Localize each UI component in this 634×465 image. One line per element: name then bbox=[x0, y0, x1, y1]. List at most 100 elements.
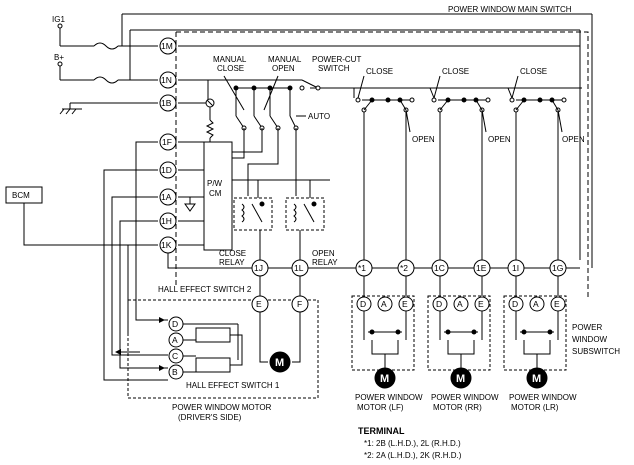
bcm-label: BCM bbox=[12, 191, 30, 200]
lf-motor-icon bbox=[374, 367, 396, 389]
ig1-label: IG1 bbox=[52, 15, 65, 24]
lf-motor-label-2: MOTOR (LF) bbox=[357, 403, 404, 412]
left-connector: 1M 1N 1B 1F 1D 1A 1H 1K bbox=[159, 37, 177, 254]
lr-motor-label-1: POWER WINDOW bbox=[509, 393, 577, 402]
svg-text:D: D bbox=[360, 299, 366, 309]
open-relay-label-2: RELAY bbox=[312, 258, 338, 267]
svg-text:M: M bbox=[532, 373, 541, 385]
bcm-box: BCM bbox=[5, 186, 158, 246]
manual-open-label-2: OPEN bbox=[272, 64, 295, 73]
close-relay-label-1: CLOSE bbox=[219, 249, 246, 258]
auto-label: AUTO bbox=[308, 112, 330, 121]
svg-text:D: D bbox=[512, 299, 518, 309]
svg-text:E: E bbox=[554, 299, 560, 309]
supply-section: IG1 B+ bbox=[52, 15, 158, 115]
svg-text:M: M bbox=[275, 357, 284, 369]
svg-text:*1: *1 bbox=[358, 263, 366, 273]
passenger-switches: CLOSE OPEN CLOSE OPEN bbox=[353, 67, 585, 260]
subswitch-label-2: WINDOW bbox=[572, 335, 608, 344]
svg-text:1N: 1N bbox=[161, 75, 172, 85]
manual-close-label-1: MANUAL bbox=[213, 55, 247, 64]
main-switch-title: POWER WINDOW MAIN SWITCH bbox=[448, 5, 572, 14]
svg-text:1D: 1D bbox=[161, 165, 172, 175]
pin-1I: 1I bbox=[507, 259, 525, 277]
svg-text:A: A bbox=[457, 299, 463, 309]
svg-text:1J: 1J bbox=[254, 263, 263, 273]
svg-text:1K: 1K bbox=[161, 240, 172, 250]
pin-1A: 1A bbox=[159, 188, 177, 206]
pin-1B: 1B bbox=[159, 94, 177, 112]
subswitches: D A E M POWER WINDOW MOTOR (LF) D A E M … bbox=[351, 276, 620, 412]
close-label-3: CLOSE bbox=[520, 67, 547, 76]
power-cut-label-2: SWITCH bbox=[318, 64, 350, 73]
svg-text:1G: 1G bbox=[552, 263, 563, 273]
svg-text:1B: 1B bbox=[161, 98, 172, 108]
lf-motor-label-1: POWER WINDOW bbox=[355, 393, 423, 402]
open-label-3: OPEN bbox=[562, 135, 585, 144]
manual-close-label-2: CLOSE bbox=[217, 64, 244, 73]
svg-text:1L: 1L bbox=[294, 263, 304, 273]
driver-motor-icon bbox=[269, 351, 291, 373]
bplus-label: B+ bbox=[54, 53, 64, 62]
svg-text:M: M bbox=[380, 373, 389, 385]
driver-motor-label-2: (DRIVER'S SIDE) bbox=[178, 413, 242, 422]
pin-1K: 1K bbox=[159, 236, 177, 254]
manual-open-label-1: MANUAL bbox=[268, 55, 302, 64]
svg-text:1M: 1M bbox=[161, 41, 173, 51]
driver-motor-assembly: E F M HALL EFFECT SWITCH 2 HALL EFFECT S… bbox=[115, 276, 319, 422]
svg-text:1I: 1I bbox=[512, 263, 519, 273]
svg-text:1C: 1C bbox=[434, 263, 445, 273]
svg-text:M: M bbox=[456, 373, 465, 385]
subswitch-label-1: POWER bbox=[572, 323, 602, 332]
close-relay-label-2: RELAY bbox=[219, 258, 245, 267]
pin-B-driver: B bbox=[172, 367, 178, 377]
svg-text:D: D bbox=[436, 299, 442, 309]
pin-1L: 1L bbox=[291, 259, 309, 277]
svg-text:A: A bbox=[533, 299, 539, 309]
pin-1D: 1D bbox=[159, 161, 177, 179]
pwcm-line2: CM bbox=[209, 189, 222, 198]
rr-motor-label-2: MOTOR (RR) bbox=[433, 403, 482, 412]
svg-text:1E: 1E bbox=[476, 263, 487, 273]
rr-motor-label-1: POWER WINDOW bbox=[431, 393, 499, 402]
open-label-2: OPEN bbox=[488, 135, 511, 144]
pin-1C: 1C bbox=[431, 259, 449, 277]
pwcm-line1: P/W bbox=[207, 179, 223, 188]
terminal-note-1: *1: 2B (L.H.D.), 2L (R.H.D.) bbox=[364, 439, 461, 448]
subswitch-label-3: SUBSWITCH bbox=[572, 347, 620, 356]
rr-motor-icon bbox=[450, 367, 472, 389]
svg-text:*2: *2 bbox=[400, 263, 408, 273]
terminal-note-2: *2: 2A (L.H.D.), 2K (R.H.D.) bbox=[364, 451, 462, 460]
pin-1G: 1G bbox=[549, 259, 567, 277]
close-label-1: CLOSE bbox=[366, 67, 393, 76]
svg-text:A: A bbox=[381, 299, 387, 309]
svg-text:1A: 1A bbox=[161, 192, 172, 202]
pin-C-driver: C bbox=[172, 351, 178, 361]
close-label-2: CLOSE bbox=[442, 67, 469, 76]
open-relay-label-1: OPEN bbox=[312, 249, 335, 258]
pin-E-driver: E bbox=[256, 299, 262, 309]
pwcm-module: P/W CM bbox=[184, 98, 233, 251]
driver-switch-group: MANUAL CLOSE MANUAL OPEN POWER-CUT SWITC… bbox=[213, 55, 361, 196]
terminal-notes: TERMINAL *1: 2B (L.H.D.), 2L (R.H.D.) *2… bbox=[358, 426, 462, 460]
pin-1F: 1F bbox=[159, 133, 177, 151]
pin-star1: *1 bbox=[355, 259, 373, 277]
hall2-label: HALL EFFECT SWITCH 2 bbox=[158, 285, 252, 294]
terminal-heading: TERMINAL bbox=[358, 426, 405, 436]
pin-1N: 1N bbox=[159, 71, 177, 89]
pin-F-driver: F bbox=[297, 299, 302, 309]
relays: CLOSE RELAY OPEN RELAY bbox=[219, 179, 338, 267]
pin-1E: 1E bbox=[473, 259, 491, 277]
pin-star2: *2 bbox=[397, 259, 415, 277]
power-cut-label-1: POWER-CUT bbox=[312, 55, 361, 64]
pin-A-driver: A bbox=[172, 335, 178, 345]
pin-1H: 1H bbox=[159, 212, 177, 230]
svg-text:E: E bbox=[402, 299, 408, 309]
svg-text:1H: 1H bbox=[161, 216, 172, 226]
svg-text:E: E bbox=[478, 299, 484, 309]
lr-motor-icon bbox=[526, 367, 548, 389]
fuse-bplus bbox=[93, 76, 119, 84]
svg-text:1F: 1F bbox=[162, 137, 172, 147]
